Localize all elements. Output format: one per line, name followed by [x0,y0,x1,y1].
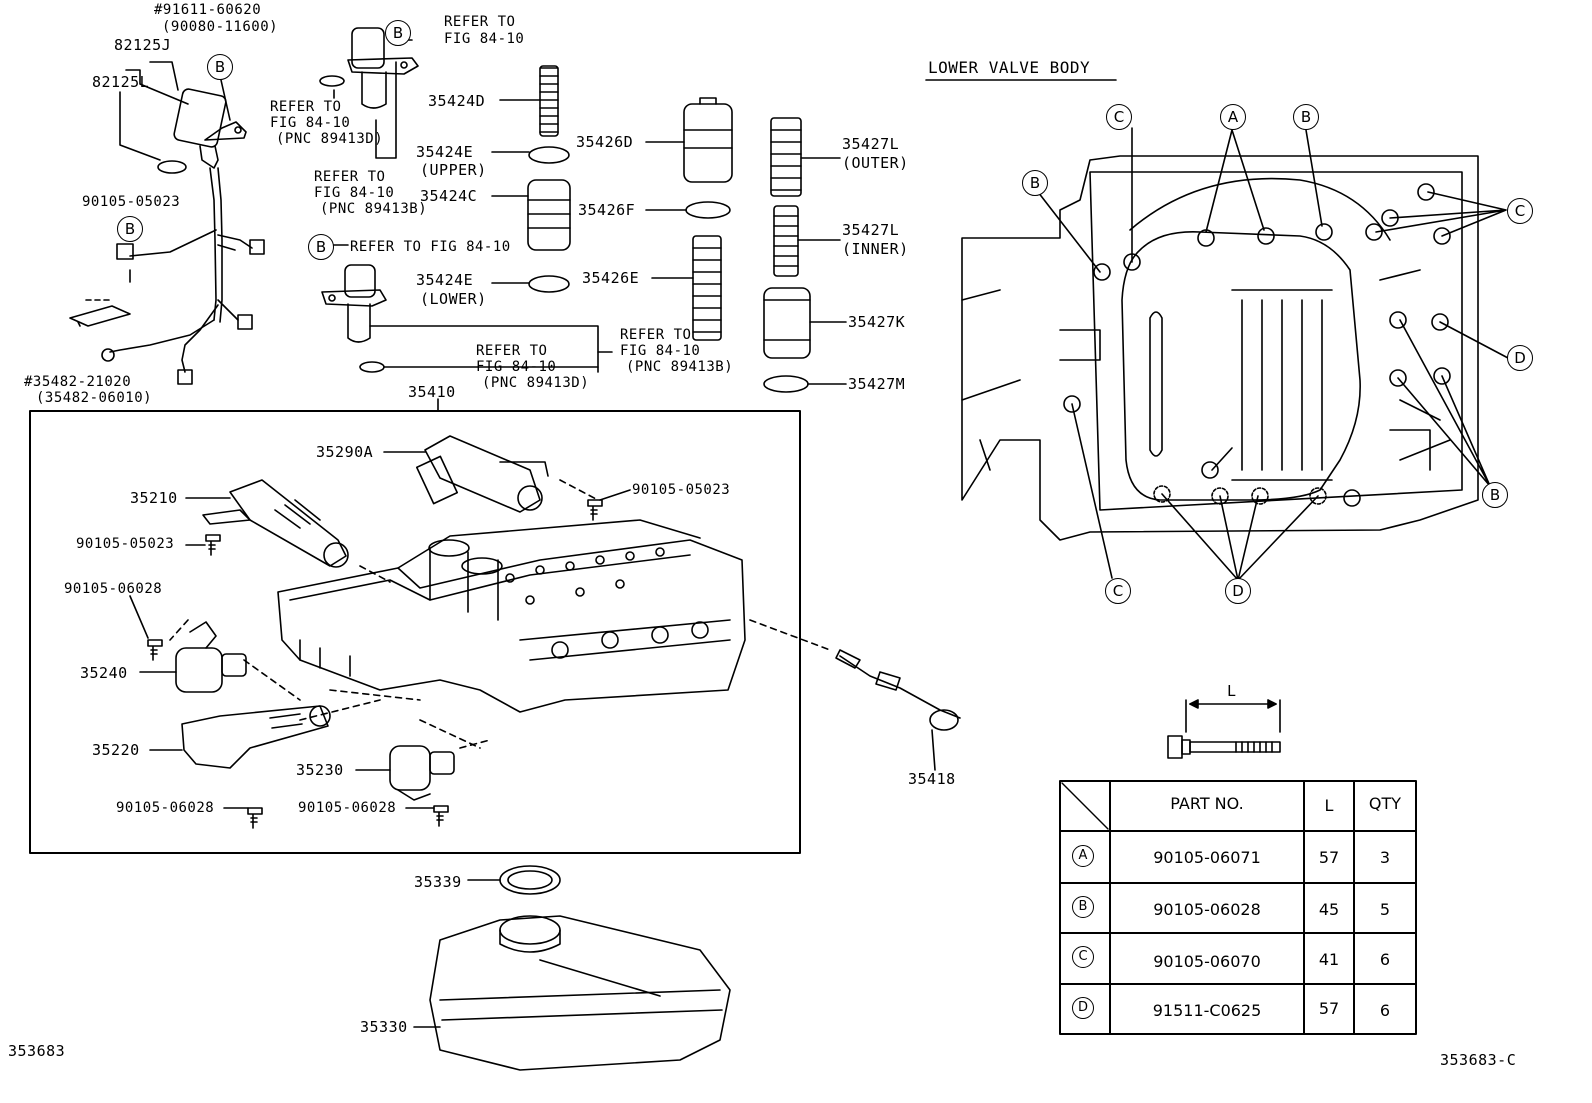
callout-b: B [308,234,334,260]
label-35426f: 35426F [578,201,636,219]
table-qty-a: 3 [1379,848,1391,867]
label-fig-84-10: FIG 84-10 [314,185,395,201]
label-35220: 35220 [92,741,140,759]
label-90105-06028: 90105-06028 [64,581,163,597]
table-l-a: 57 [1318,848,1340,867]
label-35426d: 35426D [576,133,634,151]
label-pnc-89413b: (PNC 89413B) [626,359,734,375]
bolt-table-grid [1059,780,1417,1035]
label-lower: (LOWER) [420,290,487,308]
label-refer-to: REFER TO [476,343,548,359]
label-35330: 35330 [360,1018,408,1036]
label-35210: 35210 [130,489,178,507]
table-qty-b: 5 [1379,900,1391,919]
wire-harness [69,61,265,385]
callout-b: B [1293,104,1319,130]
table-part-d: 91511-C0625 [1152,1001,1262,1020]
label-35339: 35339 [414,873,462,891]
callout-b: B [207,54,233,80]
label-refer-to: REFER TO [270,99,342,115]
table-l-d: 57 [1318,999,1340,1018]
springs-and-plugs [491,65,847,393]
label-35240: 35240 [80,664,128,682]
table-header-l: L [1324,796,1334,815]
label-82125j: 82125J [114,36,172,54]
label-35482-21020: #35482-21020 [24,374,132,390]
table-key-c: C [1072,946,1094,968]
label-82125l: 82125L [92,73,150,91]
callout-c: C [1105,578,1131,604]
table-part-c: 90105-06070 [1153,952,1261,971]
label-pnc-89413b: (PNC 89413B) [320,201,428,217]
label-35427k: 35427K [848,313,906,331]
label-90105-05023: 90105-05023 [82,194,181,210]
callout-d: D [1225,578,1251,604]
table-key-b: B [1072,896,1094,918]
label-35424e-upper: 35424E [416,143,474,161]
label-35410: 35410 [408,383,456,401]
label-pnc-89413d: (PNC 89413D) [276,131,384,147]
table-header-part-no: PART NO. [1170,794,1244,813]
label-35424d: 35424D [428,92,486,110]
label-refer-to: REFER TO [314,169,386,185]
label-35418: 35418 [908,770,956,788]
label-90080-11600: (90080-11600) [162,19,279,35]
diagram-id-left: 353683 [8,1042,66,1060]
label-pnc-89413d: (PNC 89413D) [482,375,590,391]
label-fig-84-10: FIG 84-10 [620,343,701,359]
label-outer: (OUTER) [842,154,909,172]
label-35427l-inner: 35427L [842,221,900,239]
callout-b: B [117,216,143,242]
label-35424c: 35424C [420,187,478,205]
table-header-qty: QTY [1368,794,1402,813]
label-91611-60620: #91611-60620 [154,2,262,18]
callout-c: C [1507,198,1533,224]
table-l-c: 41 [1318,950,1340,969]
callout-b: B [1022,170,1048,196]
callout-d: D [1507,345,1533,371]
label-fig-84-10: FIG 84-10 [476,359,557,375]
label-refer-to: REFER TO [444,14,516,30]
label-35424e-lower: 35424E [416,271,474,289]
table-key-d: D [1072,997,1094,1019]
label-inner: (INNER) [842,240,909,258]
table-key-a: A [1072,845,1094,867]
table-part-a: 90105-06071 [1153,848,1261,867]
valve-body-assembly [129,435,961,829]
bolt-illustration [1167,699,1281,759]
label-35426e: 35426E [582,269,640,287]
label-refer-to-fig-84-10: REFER TO FIG 84-10 [350,239,511,255]
label-35290a: 35290A [316,443,374,461]
oil-strainer [413,865,731,1071]
label-90105-06028: 90105-06028 [298,800,397,816]
label-90105-06028: 90105-06028 [116,800,215,816]
label-35230: 35230 [296,761,344,779]
callout-b: B [385,20,411,46]
table-qty-d: 6 [1379,1001,1391,1020]
lower-valve-body-drawing [925,79,1509,581]
speed-sensors [319,27,613,373]
label-fig-84-10: FIG 84-10 [444,31,525,47]
callout-b: B [1482,482,1508,508]
label-35427l-outer: 35427L [842,135,900,153]
table-l-b: 45 [1318,900,1340,919]
label-upper: (UPPER) [420,161,487,179]
table-qty-c: 6 [1379,950,1391,969]
table-part-b: 90105-06028 [1153,900,1261,919]
callout-c: C [1106,104,1132,130]
diagram-id-right: 353683-C [1440,1051,1517,1069]
callout-a: A [1220,104,1246,130]
assembly-frame [29,410,801,854]
label-90105-05023: 90105-05023 [76,536,175,552]
label-90105-05023: 90105-05023 [632,482,731,498]
lower-valve-body-title: LOWER VALVE BODY [928,58,1091,77]
o-ring-82125l [157,160,187,174]
label-refer-to: REFER TO [620,327,692,343]
label-35482-06010: (35482-06010) [36,390,153,406]
label-fig-84-10: FIG 84-10 [270,115,351,131]
bolt-length-label: L [1227,682,1237,700]
label-35427m: 35427M [848,375,906,393]
